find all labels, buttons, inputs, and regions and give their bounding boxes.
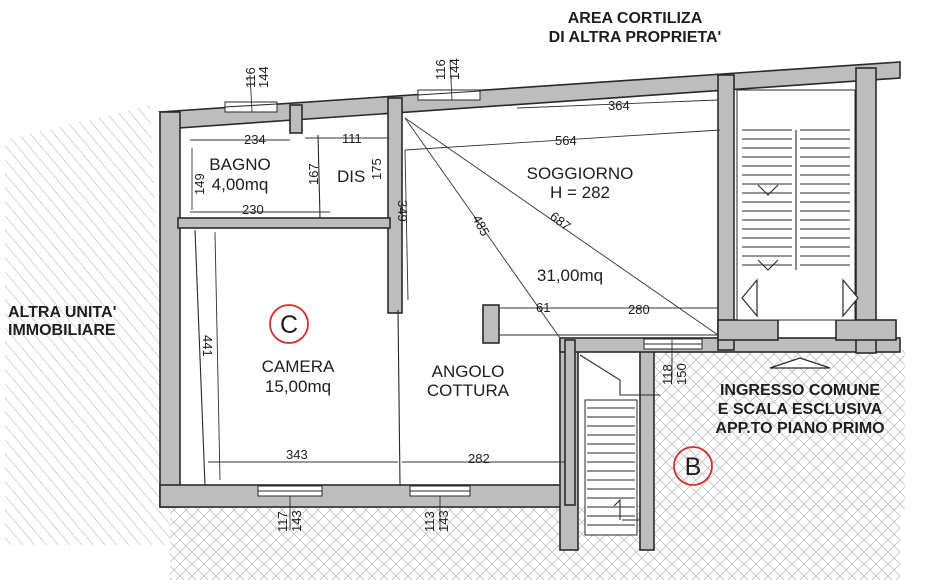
angolo-line2: COTTURA bbox=[427, 381, 510, 400]
svg-text:C: C bbox=[280, 311, 298, 339]
dim-top-left-window-a: 116 bbox=[243, 67, 258, 88]
marker-c: C bbox=[269, 304, 309, 344]
dim-soggiorno-top: 364 bbox=[608, 98, 630, 113]
dimline-camera-height bbox=[214, 231, 221, 481]
angolo-line1: ANGOLO bbox=[432, 362, 505, 381]
dim-top-left-window-b: 144 bbox=[256, 66, 271, 88]
camera-left-edge bbox=[194, 229, 206, 486]
area-cortiliza-line1: AREA CORTILIZA bbox=[568, 10, 703, 27]
camera-cottura-divider bbox=[397, 309, 401, 486]
courtyard-hatch bbox=[170, 505, 900, 580]
window-ingresso bbox=[643, 338, 703, 350]
altra-unita-line2: IMMOBILIARE bbox=[8, 322, 116, 339]
dim-top-mid-window-b: 144 bbox=[447, 58, 462, 80]
dim-bottom-left-window-a: 117 bbox=[275, 511, 290, 532]
dim-bagno-door: 167 bbox=[306, 163, 321, 185]
svg-text:B: B bbox=[685, 453, 702, 481]
dim-bottom-mid-window-a: 113 bbox=[422, 511, 437, 532]
stair-core-left-wall bbox=[717, 74, 735, 351]
soggiorno-name: SOGGIORNO bbox=[527, 164, 634, 183]
camera-name: CAMERA bbox=[262, 357, 335, 376]
dimline-diag-485 bbox=[404, 117, 561, 339]
soggiorno-area: 31,00mq bbox=[537, 266, 603, 285]
dim-diag-485: 485 bbox=[469, 212, 492, 238]
dim-right-window-b: 150 bbox=[674, 363, 689, 385]
window-bottom-left bbox=[257, 485, 323, 497]
ingresso-line2: E SCALA ESCLUSIVA bbox=[718, 401, 883, 418]
dis-door-jamb bbox=[317, 134, 321, 219]
dis-label: DIS bbox=[337, 167, 365, 186]
dimline-349 bbox=[404, 149, 409, 301]
window-top-mid bbox=[417, 89, 481, 101]
dim-bagno-width: 234 bbox=[244, 132, 266, 147]
dimline-diag-687 bbox=[404, 117, 719, 336]
dim-bottom-left-window-b: 143 bbox=[289, 510, 304, 532]
altra-unita-line1: ALTRA UNITA' bbox=[8, 304, 116, 321]
arrow-right-icon bbox=[842, 278, 859, 318]
dim-wall-349: 349 bbox=[395, 200, 410, 222]
dim-top-mid-window-a: 116 bbox=[433, 59, 448, 80]
soggiorno-height: H = 282 bbox=[550, 183, 610, 202]
dim-cottura-width: 282 bbox=[468, 451, 490, 466]
entry-arrow-icon bbox=[769, 357, 831, 369]
bagno-right-wall bbox=[289, 104, 303, 134]
arrow-left-icon bbox=[741, 278, 758, 318]
dim-camera-height: 441 bbox=[200, 335, 215, 357]
cottura-right-wall bbox=[564, 339, 576, 506]
outer-bottom-wall bbox=[159, 484, 576, 508]
dim-bottom-mid-window-b: 143 bbox=[436, 510, 451, 532]
marker-b: B bbox=[673, 446, 713, 486]
outer-left-wall bbox=[159, 111, 181, 508]
dim-dis-height: 175 bbox=[369, 158, 384, 180]
ingresso-line1: INGRESSO COMUNE bbox=[720, 382, 880, 399]
dim-bagno-height: 149 bbox=[192, 173, 207, 195]
dim-diag-687: 687 bbox=[547, 209, 573, 234]
dim-seg-280: 280 bbox=[628, 302, 650, 317]
dim-soggiorno-mid: 564 bbox=[555, 133, 577, 148]
dim-bagno-bottom: 230 bbox=[242, 202, 264, 217]
dimline-soggiorno-564 bbox=[404, 129, 721, 151]
dim-right-window-a: 118 bbox=[660, 364, 675, 385]
dim-camera-width: 343 bbox=[286, 447, 308, 462]
dimline-window-top-left bbox=[249, 74, 253, 113]
dis-right-wall bbox=[387, 97, 403, 314]
stair-core-bottom-wall bbox=[717, 319, 779, 341]
camera-top-wall bbox=[177, 217, 391, 229]
dim-dis-width: 111 bbox=[342, 131, 362, 146]
stair-core-right-wall bbox=[855, 67, 877, 354]
stair-mid-wall bbox=[639, 349, 655, 551]
dimline-soggiorno-364 bbox=[516, 99, 719, 109]
courtyard-hatch-right bbox=[650, 350, 905, 510]
dim-seg-61: 61 bbox=[536, 300, 550, 315]
dimline-window-top-mid bbox=[449, 59, 453, 101]
ingresso-line3: APP.TO PIANO PRIMO bbox=[715, 420, 884, 437]
lower-stair bbox=[579, 354, 660, 536]
window-top-left bbox=[224, 101, 278, 113]
stair-core-bottom-wall-2 bbox=[835, 319, 897, 341]
left-hatch-area bbox=[5, 105, 170, 545]
camera-area: 15,00mq bbox=[265, 377, 331, 396]
bagno-area: 4,00mq bbox=[212, 175, 269, 194]
area-cortiliza-line2: DI ALTRA PROPRIETA' bbox=[549, 29, 722, 46]
kitchen-pillar bbox=[482, 304, 500, 344]
bagno-name: BAGNO bbox=[209, 155, 270, 174]
window-bottom-mid bbox=[409, 485, 471, 497]
